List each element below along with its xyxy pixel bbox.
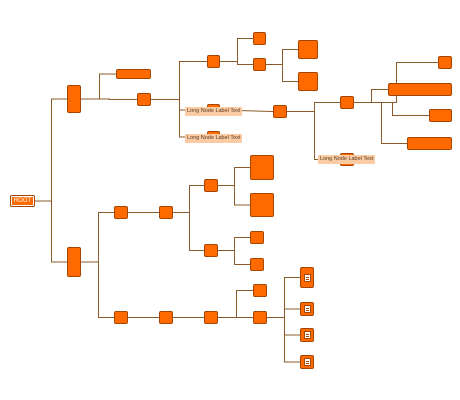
- node-small-square-a[interactable]: [250, 231, 264, 244]
- node-upper-hub-child[interactable]: [207, 55, 220, 68]
- node-large-square-top[interactable]: [250, 155, 274, 180]
- leaf-node-2[interactable]: [300, 302, 314, 316]
- node-square-bottom[interactable]: [298, 72, 318, 91]
- edge-B1a2-S2: [218, 250, 250, 265]
- node-lower-bottom-hub[interactable]: [204, 311, 218, 324]
- edge-B2c-L2: [267, 308, 300, 318]
- node-small-top[interactable]: [253, 32, 266, 45]
- root-node[interactable]: ROOT: [10, 195, 35, 207]
- node-label: Long Node Label Text: [185, 107, 242, 116]
- node-upper-wide[interactable]: [116, 69, 151, 79]
- edge-A2a2-A2a2b: [266, 64, 298, 82]
- node-right-medium[interactable]: [429, 109, 452, 122]
- node-top-small[interactable]: [253, 284, 267, 297]
- edge-B1a-B1a1: [173, 185, 204, 213]
- document-icon: [303, 273, 311, 282]
- edge-A2b1a-R3: [354, 102, 429, 116]
- node-lower-group-a[interactable]: [204, 179, 218, 192]
- node-label: Long Node Label Text: [318, 155, 375, 164]
- edge-B2c-L1: [267, 277, 300, 318]
- leaf-node-4[interactable]: [300, 355, 314, 369]
- edge-A2a-A2a1: [220, 38, 253, 62]
- document-icon: [303, 331, 311, 339]
- node-leaf-hub[interactable]: [253, 311, 267, 324]
- node-small-square-b[interactable]: [250, 258, 264, 271]
- edge-A-A2: [81, 98, 137, 100]
- edge-A2-A2c: [151, 99, 207, 138]
- edge-A2b1-A2b1a: [287, 102, 340, 112]
- edge-B1a1-Q1: [218, 167, 250, 186]
- node-large-square-bottom[interactable]: [250, 193, 274, 217]
- edge-A2-A2a: [151, 61, 207, 100]
- node-right-hub[interactable]: [340, 96, 354, 109]
- node-lower-upper-hub[interactable]: [159, 206, 173, 219]
- node-right-long[interactable]: [388, 83, 452, 96]
- edge-root-B: [35, 200, 67, 263]
- node-upper-hub[interactable]: [137, 93, 151, 106]
- edge-B1a-B1a2: [173, 212, 204, 251]
- edge-A2b1-A2b2: [287, 111, 340, 160]
- node-lower-upper[interactable]: [114, 206, 128, 219]
- node-square-top[interactable]: [298, 40, 318, 59]
- edge-A2b1a-R2: [354, 89, 388, 103]
- node-small-mid[interactable]: [253, 58, 266, 71]
- leaf-node-3[interactable]: [300, 328, 314, 342]
- edge-A2b1a-R4: [354, 102, 407, 144]
- node-right-small[interactable]: [438, 56, 452, 69]
- edge-B-B2: [81, 261, 114, 318]
- node-label: Long Node Label Text: [185, 134, 242, 143]
- edge-B2c-L4: [267, 317, 300, 363]
- edge-B2c-L3: [267, 317, 300, 336]
- edge-B1a1-Q2: [218, 185, 250, 206]
- edge-A2a2-A2a2a: [266, 49, 298, 65]
- edge-A-A1: [81, 73, 116, 100]
- node-right-wide[interactable]: [407, 137, 452, 150]
- node-lower-bottom[interactable]: [114, 311, 128, 324]
- edge-A2a-A2a2: [220, 61, 253, 65]
- edge-B-B1: [81, 212, 114, 263]
- node-right-connector[interactable]: [273, 105, 287, 118]
- node-lower-group-b[interactable]: [204, 244, 218, 257]
- node-lower-bottom-mid[interactable]: [159, 311, 173, 324]
- document-icon: [303, 358, 311, 366]
- document-icon: [303, 305, 311, 313]
- leaf-node-1[interactable]: [300, 267, 314, 288]
- edge-B1a2-S1: [218, 237, 250, 251]
- edge-root-A: [35, 98, 67, 202]
- node-lower-branch[interactable]: [67, 247, 81, 277]
- edge-B2b-T1: [218, 290, 253, 318]
- node-upper-branch[interactable]: [67, 85, 81, 113]
